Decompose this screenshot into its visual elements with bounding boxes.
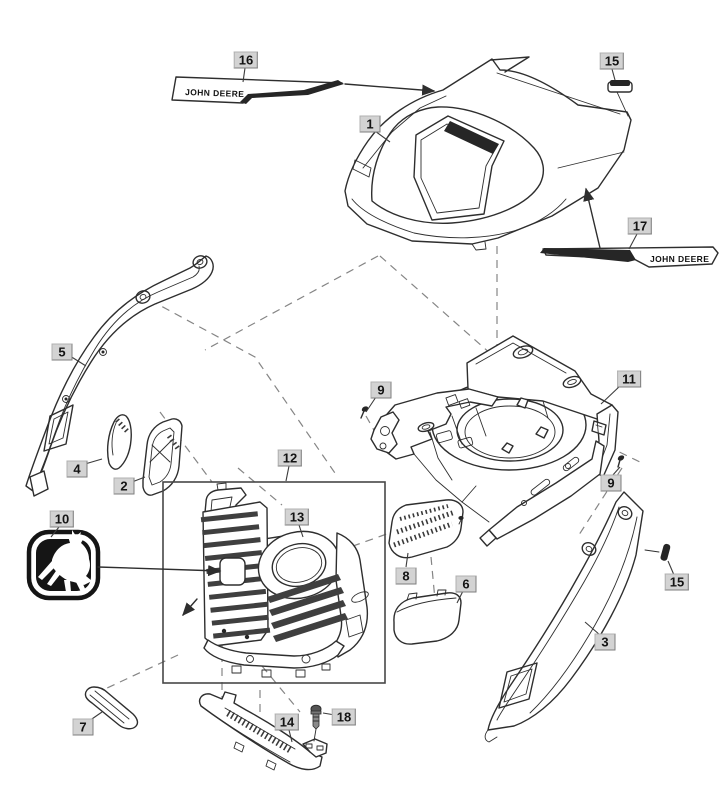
part-16-decal-left: JOHN DEERE: [171, 76, 344, 104]
callout-15[interactable]: 15: [664, 573, 690, 591]
part-1-hood: [344, 56, 632, 251]
part-11-fan-housing: [370, 335, 619, 547]
callout-9[interactable]: 9: [370, 381, 392, 399]
john-deere-leaping-deer-icon: [38, 530, 92, 592]
callout-7[interactable]: 7: [72, 718, 94, 736]
callout-9[interactable]: 9: [600, 474, 622, 492]
part-8-bracket: [388, 499, 464, 559]
leader-line-5: [69, 355, 87, 367]
callout-17[interactable]: 17: [627, 217, 653, 235]
leader-line-11: [600, 384, 622, 405]
leader-line-16: [242, 67, 246, 83]
callout-16[interactable]: 16: [233, 51, 259, 69]
callout-12[interactable]: 12: [277, 449, 303, 467]
callout-13[interactable]: 13: [284, 508, 310, 526]
leader-line-9: [365, 396, 377, 413]
callout-5[interactable]: 5: [51, 343, 73, 361]
pointer-arrows: [97, 83, 601, 617]
part-12-detail-box: [162, 481, 386, 684]
leader-line-4: [84, 458, 103, 465]
callout-11[interactable]: 11: [617, 370, 641, 388]
part-6-lens: [393, 589, 462, 645]
part-5-side-panel-left: [25, 255, 214, 497]
assembly-dashed-lines: [91, 246, 643, 742]
callout-14[interactable]: 14: [274, 713, 300, 731]
callout-10[interactable]: 10: [49, 510, 75, 528]
callout-15[interactable]: 15: [599, 52, 625, 70]
leader-line-15: [611, 68, 616, 81]
decal-left-text: JOHN DEERE: [185, 87, 245, 99]
leader-line-13: [298, 524, 304, 538]
leader-line-10: [50, 526, 60, 538]
leader-line-1: [374, 130, 391, 143]
part-10-logo-badge: [26, 529, 101, 601]
part-9-screw: [617, 455, 625, 468]
leader-line-14: [288, 729, 293, 743]
part-14-bumper: [198, 691, 328, 771]
leader-line-6: [456, 590, 464, 604]
callout-8[interactable]: 8: [395, 567, 417, 585]
callout-4[interactable]: 4: [66, 460, 88, 478]
callout-18[interactable]: 18: [331, 708, 357, 726]
leader-line-17: [628, 233, 638, 250]
callout-2[interactable]: 2: [113, 477, 135, 495]
part-15-clip-bottom: [644, 543, 671, 561]
part-18-screw: [310, 704, 322, 742]
leader-line-15: [667, 560, 675, 576]
leader-line-12: [285, 465, 290, 482]
callout-leader-lines: [50, 67, 675, 743]
part-4-bracket: [106, 414, 132, 470]
part-7-trim-strip: [84, 686, 139, 730]
decal-right-text: JOHN DEERE: [650, 254, 709, 264]
part-2-bracket: [142, 418, 183, 496]
leader-line-8: [405, 552, 409, 568]
part-13-grille: [200, 482, 369, 678]
leader-line-3: [584, 621, 601, 636]
part-15-clip-top: [607, 80, 633, 117]
callout-6[interactable]: 6: [455, 575, 477, 593]
callout-1[interactable]: 1: [359, 115, 381, 133]
callout-3[interactable]: 3: [594, 633, 616, 651]
part-17-decal-right: JOHN DEERE: [540, 246, 719, 268]
